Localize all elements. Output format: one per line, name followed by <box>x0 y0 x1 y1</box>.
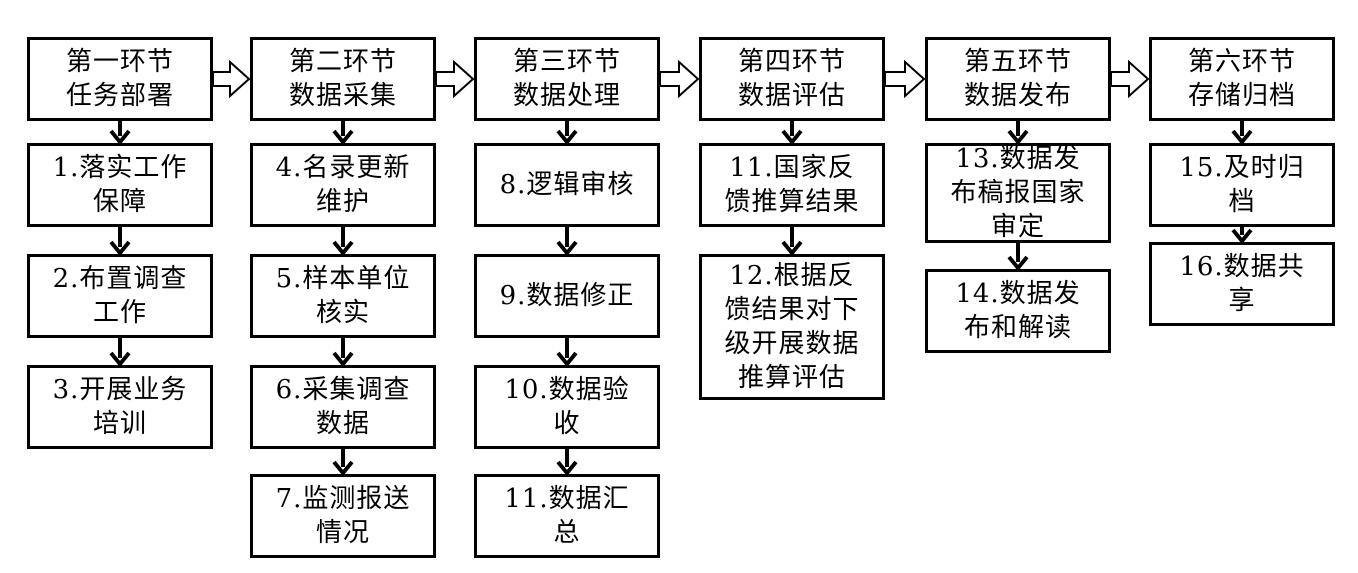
step-box-2: 2.布置调查 工作 <box>27 254 213 338</box>
flow-arrow-c4-1 <box>781 121 803 146</box>
step-2-label: 2.布置调查 工作 <box>52 264 188 328</box>
flow-arrow-c5-2 <box>1007 243 1029 272</box>
step-11a-label: 11.数据汇 总 <box>504 484 630 548</box>
step-box-7: 7.监测报送 情况 <box>250 474 436 558</box>
step-16-label: 16.数据共 享 <box>1179 252 1305 316</box>
flow-arrow-c6-2 <box>1231 227 1253 245</box>
flow-arrow-c3-1 <box>556 121 578 146</box>
step-box-10: 10.数据验 收 <box>474 365 660 449</box>
step-7-label: 7.监测报送 情况 <box>275 484 411 548</box>
step-9-label: 9.数据修正 <box>499 281 635 311</box>
stage-3-box: 第三环节 数据处理 <box>474 37 660 121</box>
stage-arrow-2-3 <box>435 59 475 99</box>
flow-arrow-c2-4 <box>332 449 354 477</box>
step-box-5: 5.样本单位 核实 <box>250 254 436 338</box>
step-5-label: 5.样本单位 核实 <box>275 264 411 328</box>
stage-1-title: 第一环节 任务部署 <box>65 47 174 111</box>
flow-arrow-c3-3 <box>556 338 578 368</box>
step-15-label: 15.及时归 档 <box>1179 153 1305 217</box>
stage-arrow-5-6 <box>1110 59 1150 99</box>
stage-arrow-3-4 <box>659 59 700 99</box>
step-box-9: 9.数据修正 <box>474 254 660 338</box>
stage-2-title: 第二环节 数据采集 <box>288 47 397 111</box>
step-14-label: 14.数据发 布和解读 <box>955 279 1081 343</box>
step-box-14: 14.数据发 布和解读 <box>925 269 1111 353</box>
step-box-1: 1.落实工作 保障 <box>27 143 213 227</box>
step-box-16: 16.数据共 享 <box>1149 242 1335 326</box>
stage-3-title: 第三环节 数据处理 <box>512 47 621 111</box>
step-3-label: 3.开展业务 培训 <box>52 375 188 439</box>
stage-4-title: 第四环节 数据评估 <box>737 47 846 111</box>
flow-arrow-c2-2 <box>332 227 354 257</box>
step-1-label: 1.落实工作 保障 <box>52 153 188 217</box>
stage-4-box: 第四环节 数据评估 <box>699 37 885 121</box>
step-4-label: 4.名录更新 维护 <box>275 153 411 217</box>
stage-5-title: 第五环节 数据发布 <box>963 47 1072 111</box>
step-8-label: 8.逻辑审核 <box>499 170 635 200</box>
flow-arrow-c3-4 <box>556 449 578 477</box>
flow-arrow-c5-1 <box>1007 121 1029 146</box>
stage-2-box: 第二环节 数据采集 <box>250 37 436 121</box>
step-11b-label: 11.国家反 馈推算结果 <box>724 153 860 217</box>
stage-arrow-1-2 <box>212 59 251 99</box>
stage-5-box: 第五环节 数据发布 <box>925 37 1111 121</box>
flow-arrow-c1-3 <box>109 338 131 368</box>
flow-arrow-c1-1 <box>109 121 131 146</box>
flow-arrow-c2-1 <box>332 121 354 146</box>
step-6-label: 6.采集调查 数据 <box>275 375 411 439</box>
stage-6-title: 第六环节 存储归档 <box>1187 47 1296 111</box>
flow-arrow-c1-2 <box>109 227 131 257</box>
flow-arrow-c4-2 <box>781 227 803 257</box>
stage-arrow-4-5 <box>884 59 926 99</box>
stage-6-box: 第六环节 存储归档 <box>1149 37 1335 121</box>
step-box-8: 8.逻辑审核 <box>474 143 660 227</box>
step-13-label: 13.数据发 布稿报国家 审定 <box>950 144 1086 242</box>
step-12-label: 12.根据反 馈结果对下 级开展数据 推算评估 <box>724 261 860 393</box>
step-box-3: 3.开展业务 培训 <box>27 365 213 449</box>
step-box-11a: 11.数据汇 总 <box>474 474 660 558</box>
flow-arrow-c3-2 <box>556 227 578 257</box>
flow-arrow-c2-3 <box>332 338 354 368</box>
step-box-12: 12.根据反 馈结果对下 级开展数据 推算评估 <box>699 254 885 400</box>
step-10-label: 10.数据验 收 <box>504 375 630 439</box>
flow-arrow-c6-1 <box>1231 121 1253 146</box>
stage-1-box: 第一环节 任务部署 <box>27 37 213 121</box>
step-box-6: 6.采集调查 数据 <box>250 365 436 449</box>
